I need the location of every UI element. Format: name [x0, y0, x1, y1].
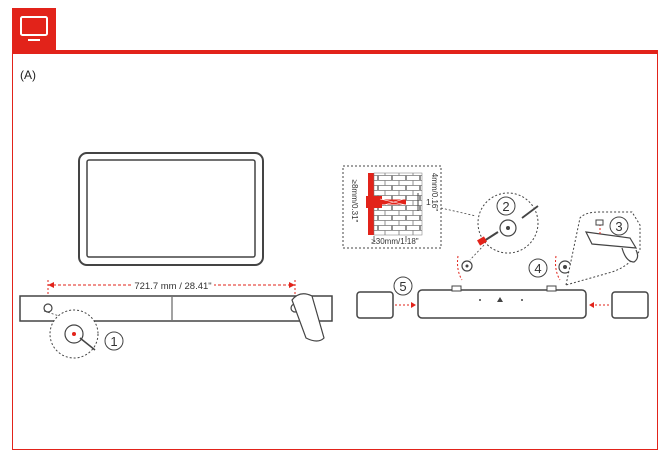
screw-clearance-label: ≥8mm/0.31" [350, 180, 359, 223]
step-4-number: 4 [534, 261, 541, 276]
right-wall-anchor-step-4: 4 [528, 255, 572, 281]
header-divider [12, 50, 658, 54]
content-frame [12, 53, 658, 450]
zoom-bracket-step-3: 3 [565, 211, 641, 286]
soundbar-front: 5 [356, 276, 649, 319]
soundbar-main-unit [417, 289, 587, 319]
step-2-number: 2 [502, 199, 509, 214]
left-screw-hole [43, 303, 53, 313]
step-5-number: 5 [399, 279, 406, 294]
tv-icon [20, 16, 48, 41]
header-tv-icon-box [12, 8, 56, 50]
screw-length-label: ≥30mm/1.18" [371, 237, 418, 246]
section-label: (A) [20, 68, 36, 82]
wall-detail-box: 1 ≥30mm/1.18" ≥8mm/0.31" 4mm/0.16" [342, 165, 442, 249]
left-detachable-speaker [356, 291, 394, 319]
distance-label: 721.7 mm / 28.41" [134, 281, 211, 292]
tv-illustration [78, 152, 264, 266]
screw-diameter-label: 4mm/0.16" [430, 173, 439, 212]
left-wall-anchor [457, 255, 473, 281]
step-1-number: 1 [110, 334, 117, 349]
right-detachable-speaker [611, 291, 649, 319]
template-sticker [291, 293, 325, 342]
gap-marker: 1 [426, 197, 431, 207]
distance-dimension: 721.7 mm / 28.41" [47, 278, 296, 306]
step-3-number: 3 [615, 219, 622, 234]
zoom-circle-step-2: 2 [477, 192, 539, 254]
zoom-circle-step-1: 1 [43, 309, 124, 359]
